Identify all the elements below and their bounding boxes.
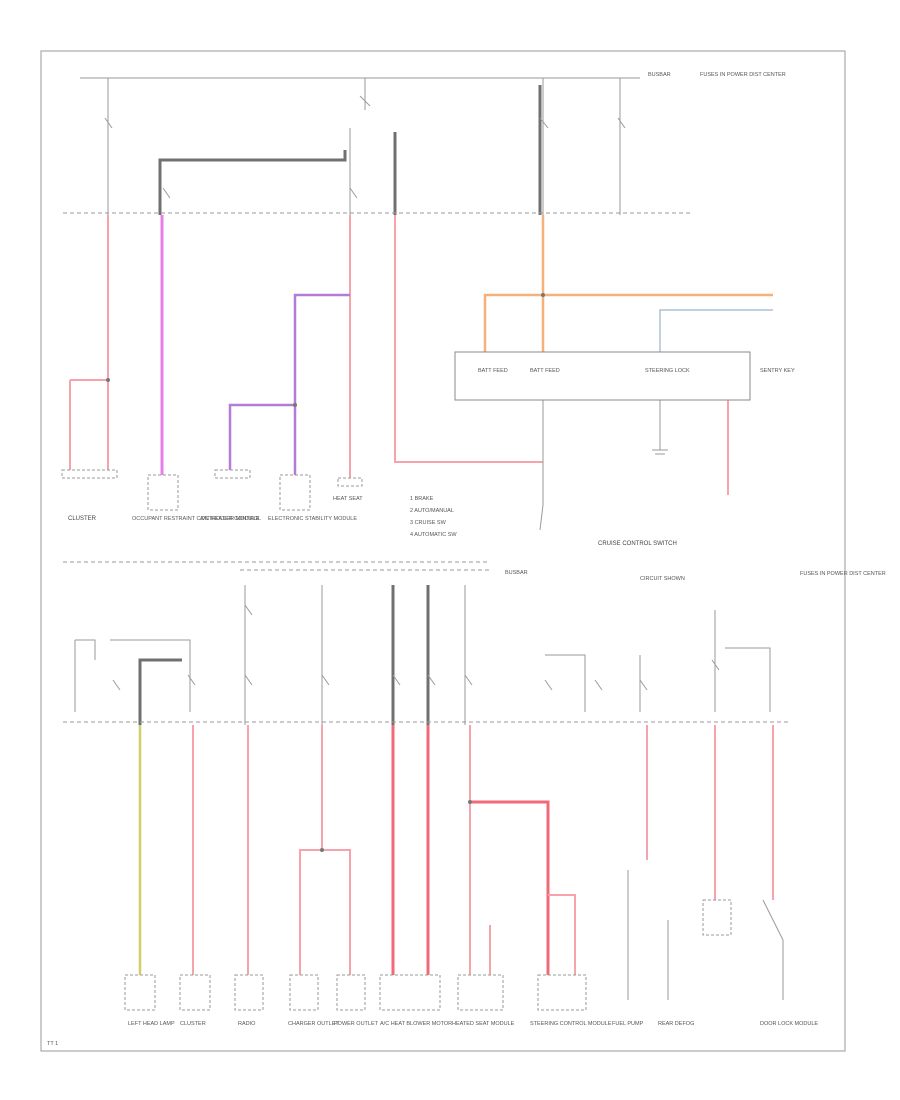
power-outlet-label: POWER OUTLET bbox=[334, 1021, 379, 1027]
charger-outlet-label: CHARGER OUTLET bbox=[288, 1021, 339, 1027]
bottom-bus-label: BUSBAR bbox=[505, 570, 528, 576]
ac-control-component bbox=[214, 469, 251, 479]
cruise-return-wire bbox=[394, 215, 543, 463]
right-note-top: FUSES IN POWER DIST CENTER bbox=[700, 72, 786, 78]
cluster-b-component bbox=[179, 974, 211, 1011]
fuel-pump-label: FUEL PUMP bbox=[612, 1021, 644, 1027]
legend-item-4: 4 AUTOMATIC SW bbox=[410, 532, 457, 538]
heat-seat-label: HEAT SEAT bbox=[333, 496, 363, 502]
blower-motor-label: A/C HEAT BLOWER MOTOR bbox=[380, 1021, 452, 1027]
left-head-lamp-component bbox=[124, 974, 156, 1011]
switch-b-2 bbox=[187, 674, 196, 686]
ac-control-label: A/C HEATER CONTROL bbox=[200, 516, 261, 522]
bottom-section: BUSBAR CIRCUIT SHOWN FUSES IN POWER DIST… bbox=[63, 293, 886, 1027]
sentry-batt-2: BATT FEED bbox=[530, 368, 560, 374]
power-outlet-component bbox=[336, 974, 366, 1011]
switch-top-3 bbox=[539, 117, 549, 129]
supply-4 bbox=[74, 639, 96, 712]
switch-b-1 bbox=[112, 679, 121, 691]
supply-6 bbox=[545, 654, 586, 712]
legend-item-1: 1 BRAKE bbox=[410, 496, 434, 502]
cluster-component bbox=[61, 469, 118, 479]
cluster-wire bbox=[69, 215, 109, 470]
blue-feed bbox=[659, 309, 773, 352]
esm-component bbox=[279, 474, 311, 511]
switch-b-7 bbox=[427, 674, 436, 686]
purple-branch bbox=[228, 293, 350, 475]
charger-outlet-component bbox=[289, 974, 319, 1011]
switch-top-4 bbox=[617, 117, 626, 129]
orc-component bbox=[147, 474, 179, 511]
splice-5 bbox=[468, 800, 472, 804]
sentry-steer-lock: STEERING LOCK bbox=[645, 368, 690, 374]
rear-defog-label: REAR DEFOG bbox=[658, 1021, 694, 1027]
cruise-switch-label: CRUISE CONTROL SWITCH bbox=[598, 541, 677, 547]
left-head-lamp-label: LEFT HEAD LAMP bbox=[128, 1021, 175, 1027]
top-bus-label: BUSBAR bbox=[648, 72, 671, 78]
splice-4 bbox=[320, 848, 324, 852]
switch-top-2 bbox=[359, 95, 371, 107]
door-lock-label: DOOR LOCK MODULE bbox=[760, 1021, 818, 1027]
orc-label: OCCUPANT RESTRAINT CONTROLLER MODULE bbox=[132, 516, 259, 522]
fuel-pump-ground bbox=[627, 870, 669, 1000]
switch-b-11 bbox=[639, 679, 648, 691]
steering-module-component bbox=[537, 974, 587, 1011]
rear-defog-component bbox=[702, 899, 732, 936]
blower-motor-component bbox=[379, 974, 441, 1011]
steering-module-label: STEERING CONTROL MODULE bbox=[530, 1021, 612, 1027]
splice-2 bbox=[293, 403, 297, 407]
switch-b-5 bbox=[321, 674, 330, 686]
dark-feed-a bbox=[158, 150, 347, 215]
switch-top-5 bbox=[162, 187, 171, 199]
heat-seat-component bbox=[337, 477, 363, 487]
sentry-batt-1: BATT FEED bbox=[478, 368, 508, 374]
switch-b-9 bbox=[544, 679, 553, 691]
switch-top-6 bbox=[349, 187, 358, 199]
orange-feed bbox=[483, 215, 773, 352]
right-note-bottom: FUSES IN POWER DIST CENTER bbox=[800, 571, 886, 577]
supply-8 bbox=[714, 610, 771, 712]
legend: 1 BRAKE 2 AUTO/MANUAL 3 CRUISE SW 4 AUTO… bbox=[410, 496, 457, 538]
radio-label: RADIO bbox=[238, 1021, 256, 1027]
legend-item-3: 3 CRUISE SW bbox=[410, 520, 447, 526]
esm-label: ELECTRONIC STABILITY MODULE bbox=[268, 516, 357, 522]
diagram-frame bbox=[40, 50, 846, 1052]
switch-b-8 bbox=[464, 674, 473, 686]
sentry-module-box bbox=[454, 351, 751, 401]
top-feed-2 bbox=[349, 78, 366, 215]
steering-wire bbox=[470, 800, 550, 975]
switch-b-6 bbox=[392, 674, 401, 686]
bottom-right-tag: CIRCUIT SHOWN bbox=[640, 576, 685, 582]
sentry-key: SENTRY KEY bbox=[760, 368, 795, 374]
steering-wire-b bbox=[548, 894, 576, 975]
switch-b-10 bbox=[594, 679, 603, 691]
dark-1 bbox=[138, 658, 182, 725]
power-outlet-wire bbox=[322, 849, 351, 975]
cluster-label: CLUSTER bbox=[68, 516, 97, 522]
heated-seat-b-wire bbox=[469, 725, 491, 975]
heated-seat-module-component bbox=[457, 974, 504, 1011]
supply-5 bbox=[110, 639, 191, 712]
switch-b-3 bbox=[244, 604, 253, 616]
heated-seat-module-label: HEATED SEAT MODULE bbox=[452, 1021, 515, 1027]
radio-component bbox=[234, 974, 264, 1011]
door-lock-ground bbox=[762, 899, 784, 1000]
splice-3 bbox=[541, 293, 545, 297]
sentry-out-1 bbox=[539, 400, 544, 531]
charger-wire bbox=[299, 725, 323, 975]
legend-item-2: 2 AUTO/MANUAL bbox=[410, 508, 454, 514]
splice-1 bbox=[106, 378, 110, 382]
top-section: BUSBAR FUSES IN POWER DIST CENTER bbox=[61, 72, 795, 547]
ground-top bbox=[652, 449, 668, 455]
switch-b-12 bbox=[711, 659, 720, 671]
corner-tag: TT 1 bbox=[47, 1041, 58, 1047]
switch-top-1 bbox=[104, 117, 113, 129]
cluster-b-label: CLUSTER bbox=[180, 1021, 206, 1027]
switch-b-4 bbox=[244, 674, 253, 686]
